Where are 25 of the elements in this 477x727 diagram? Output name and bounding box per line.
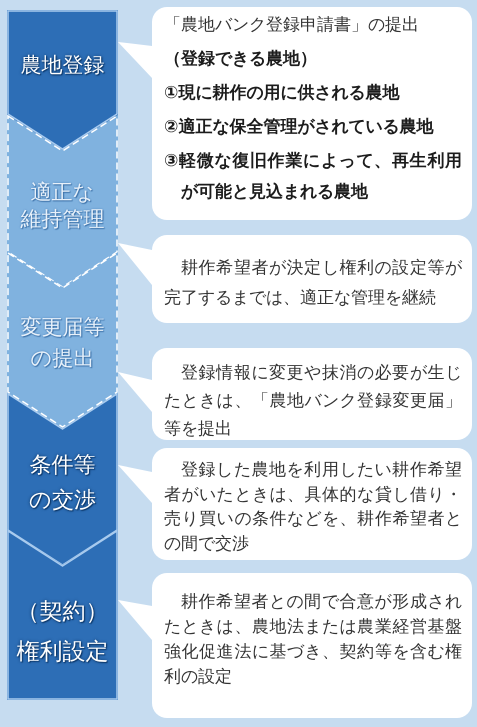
callout-text: （登録できる農地） — [164, 48, 318, 71]
callout-tail — [118, 243, 152, 285]
callout-text: ①現に耕作の用に供される農地 — [164, 82, 401, 105]
callout-tail — [118, 42, 152, 78]
callout-text: ②適正な保全管理がされている農地 — [164, 116, 435, 139]
callout-text: ③軽微な復旧作業によって、再生利用が可能と見込まれる農地 — [164, 150, 462, 204]
speech-bubble — [152, 348, 472, 440]
callout-text: 登録した農地を利用したい耕作希望者がいたときは、具体的な貸し借り・売り買いの条件などを、耕作希望者との間で交渉 — [164, 459, 462, 556]
callout-text: 耕作希望者との間で合意が形成されたときは、農地法または農業経営基盤強化促進法に基づき、契約等を含む権利の設定 — [164, 591, 462, 689]
speech-bubble — [152, 235, 472, 323]
step-label: 適正な維持管理 — [20, 178, 104, 232]
callout-tail — [118, 372, 152, 412]
step-label: 農地登録 — [20, 52, 104, 79]
callout-text: 「農地バンク登録申請書」の提出 — [164, 14, 420, 37]
speech-bubble — [152, 573, 472, 718]
callout-text: 登録情報に変更や抹消の必要が生じたときは、「農地バンク登録変更届」等を提出 — [164, 362, 462, 441]
process-step — [7, 530, 118, 700]
callout-tail — [118, 600, 152, 640]
callout-tail — [118, 465, 152, 503]
callout-text: 耕作希望者が決定し権利の設定等が完了するまでは、適正な管理を継続 — [164, 257, 462, 310]
step-label: 変更届等の提出 — [20, 314, 104, 372]
step-label: （契約）権利設定 — [16, 598, 108, 667]
step-label: 条件等の交渉 — [29, 452, 96, 514]
speech-bubble — [152, 7, 472, 220]
speech-bubble — [152, 448, 472, 560]
